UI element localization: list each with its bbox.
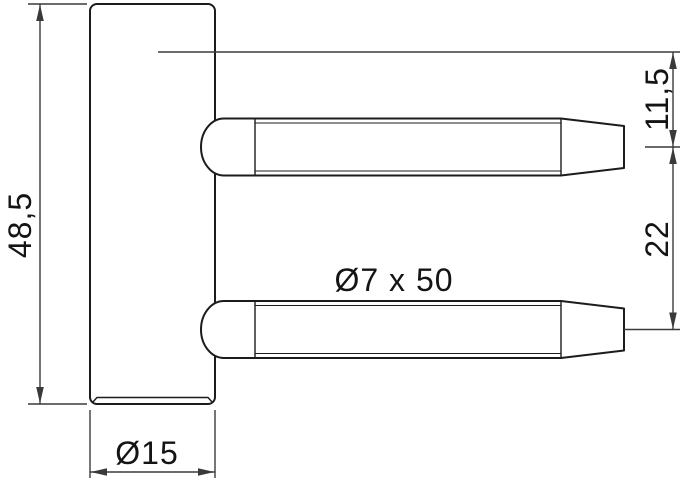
arrowhead-down-icon: [669, 312, 677, 329]
part-body: [89, 3, 216, 405]
dimension-pin-spacing: 22: [624, 147, 680, 331]
pin-offset-label: 11,5: [639, 67, 675, 131]
arrowhead-up-icon: [669, 147, 677, 164]
body-outline: [89, 3, 216, 405]
pin-bottom-outline: [200, 300, 625, 359]
body-diameter-label: Ø15: [115, 435, 178, 471]
arrowhead-up-icon: [36, 4, 44, 21]
dimension-pin-offset: 11,5: [158, 51, 680, 148]
overall-height-label: 48,5: [2, 192, 38, 258]
pin-top: [200, 117, 625, 177]
dimension-body-diameter: Ø15: [89, 410, 216, 478]
pin-top-outline: [200, 117, 625, 177]
pin-spacing-label: 22: [639, 220, 675, 258]
dimension-overall-height: 48,5: [2, 3, 87, 405]
arrowhead-up-icon: [669, 52, 677, 69]
arrowhead-down-icon: [669, 130, 677, 147]
body-bottom-chamfer-edge: [91, 396, 214, 403]
arrowhead-down-icon: [36, 387, 44, 404]
pin-spec-label: Ø7 x 50: [334, 262, 453, 298]
arrowhead-left-icon: [90, 468, 107, 476]
arrowhead-right-icon: [198, 468, 215, 476]
pin-bottom: [200, 300, 625, 359]
